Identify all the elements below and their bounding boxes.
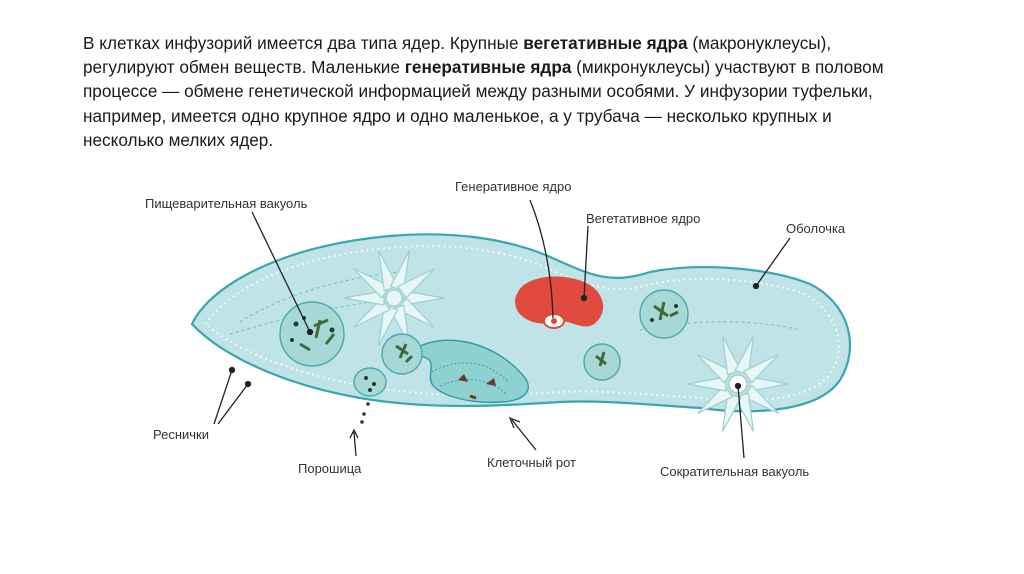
label-membrane: Оболочка	[786, 221, 846, 236]
leader-contractile	[737, 385, 745, 459]
intro-paragraph: В клетках инфузорий имеется два типа яде…	[83, 31, 903, 159]
intro-text-3: (микронуклеусы) участвуют в половом проц…	[83, 57, 884, 150]
vacuole-ray	[353, 297, 391, 328]
leader-anal-pore	[353, 431, 357, 457]
generative-nucleus-core	[551, 318, 557, 324]
vegetative-nucleus	[515, 276, 604, 327]
label-anal-pore: Порошица	[298, 461, 362, 476]
vacuole-ray	[397, 268, 435, 299]
vacuole-ray	[353, 268, 391, 299]
intro-bold-vegetative: вегетативные ядра	[523, 33, 688, 53]
leader-mouth	[511, 419, 537, 451]
vacuole-ray	[389, 250, 411, 292]
pellicle-dots	[204, 245, 840, 402]
label-vegetative-nucleus: Вегетативное ядро	[586, 211, 700, 226]
vacuole-ray	[403, 290, 445, 306]
leader-digestive-dot	[306, 328, 314, 336]
label-contractile-vacuole: Сократительная вакуоль	[660, 464, 809, 479]
cell-mouth	[408, 339, 529, 404]
label-digestive-vacuole: Пищеварительная вакуоль	[145, 196, 308, 211]
vacuole-ray	[721, 392, 742, 432]
vacuole-ray	[697, 384, 734, 414]
intro-text-2: (макронуклеусы), регулируют обмен вещест…	[83, 33, 832, 78]
leader-membrane	[755, 237, 791, 287]
cell-body	[190, 233, 852, 413]
vacuole-ray	[749, 376, 789, 392]
digestive-vacuole-center-right	[583, 343, 621, 381]
leader-cilia-1	[213, 369, 233, 425]
vacuole-ray	[742, 354, 779, 384]
anal-pore	[353, 367, 387, 424]
vacuole-ray	[377, 304, 399, 346]
label-cell-mouth: Клеточный рот	[487, 455, 576, 470]
digestive-vacuole-middle	[381, 333, 423, 375]
leader-lines	[213, 199, 791, 459]
vacuole-ray	[397, 297, 435, 328]
vacuole-ray	[343, 290, 385, 306]
vacuole-ray	[687, 376, 727, 392]
food-particles-mouth	[458, 374, 496, 400]
inner-dashes	[229, 271, 801, 335]
digestive-vacuole-upper-right	[639, 289, 689, 339]
label-cilia: Реснички	[153, 427, 209, 442]
leader-digestive	[251, 211, 311, 333]
vacuole-ray	[734, 336, 755, 376]
vacuole-ray	[697, 354, 734, 384]
vacuole-ray	[742, 384, 779, 414]
intro-bold-generative: генеративные ядра	[404, 57, 572, 78]
leader-generative	[529, 199, 554, 319]
intro-text-1: В клетках инфузорий имеется два типа яде…	[83, 33, 524, 53]
leader-cilia-2	[217, 383, 249, 425]
leader-vegetative	[583, 225, 589, 299]
mouth-folds	[431, 362, 509, 395]
label-generative-nucleus: Генеративное ядро	[455, 179, 571, 194]
contractile-vacuole-star-upper	[343, 250, 445, 346]
vacuole-ray	[721, 336, 742, 376]
